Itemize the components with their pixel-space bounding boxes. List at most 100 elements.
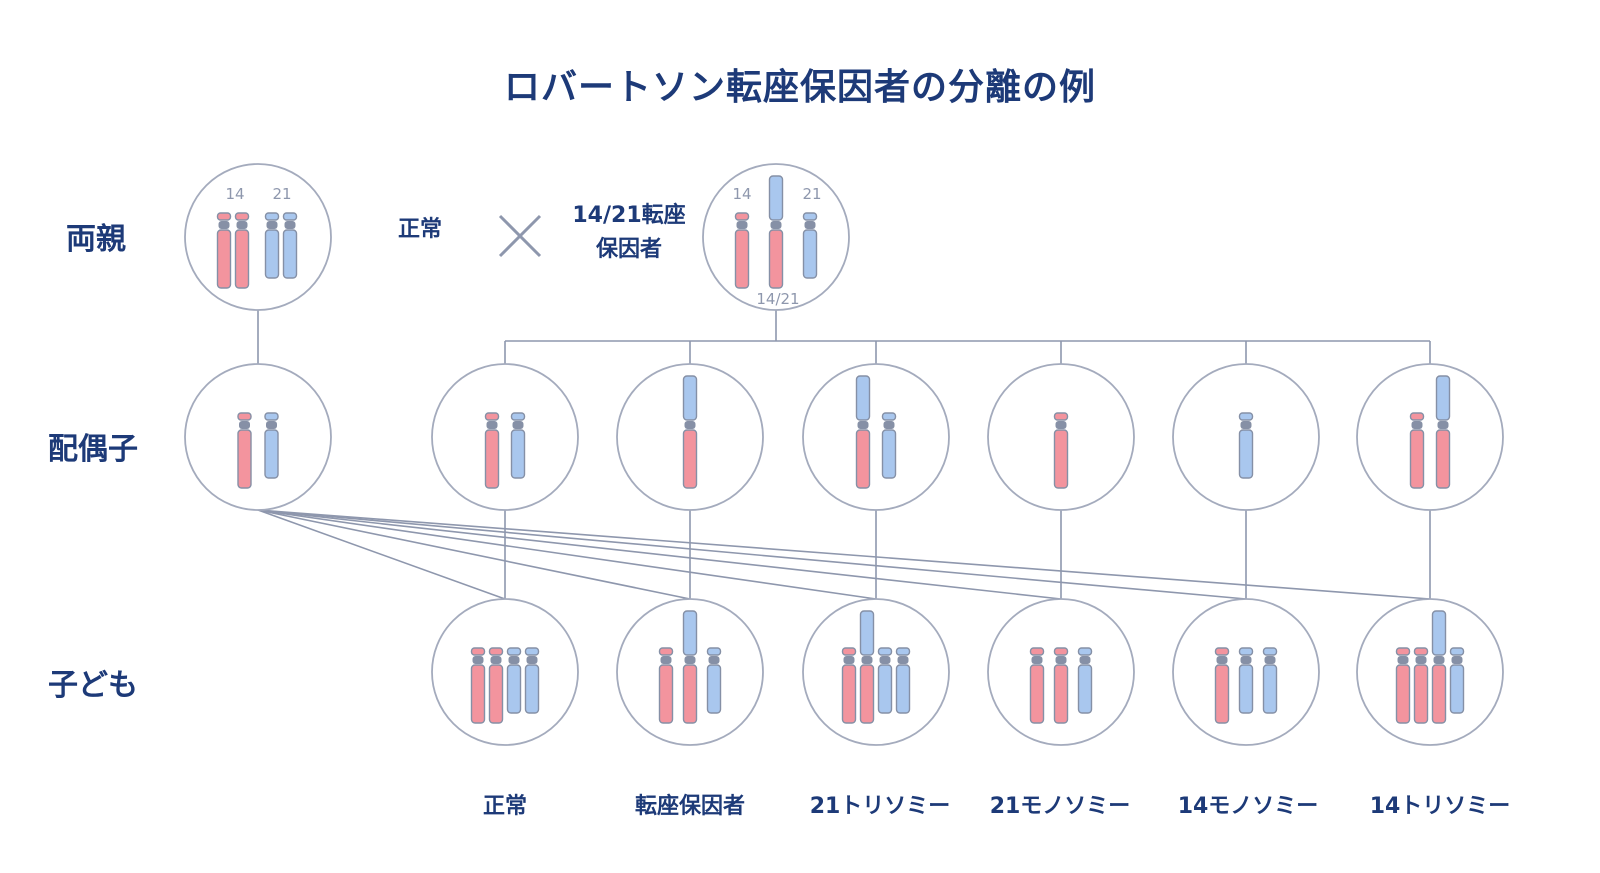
normal-gamete-cell: [184, 363, 332, 511]
chromosome-long-arm: [877, 664, 893, 714]
connector-normal-gamete-to-child: [257, 509, 1247, 600]
chromosome-14: [734, 212, 750, 289]
chromosome-arm: [1431, 610, 1447, 656]
chromosome-short-arm: [1262, 647, 1278, 656]
chromosome-21: [524, 647, 540, 714]
chromosome-long-arm: [1409, 429, 1425, 489]
chromosome-arm: [859, 610, 875, 656]
chromosome-short-arm: [264, 212, 280, 221]
centromere: [218, 221, 230, 229]
centromere: [1451, 656, 1463, 664]
chromosome-arm: [1435, 429, 1451, 489]
centromere: [486, 421, 498, 429]
chromosome-long-arm: [1395, 664, 1411, 724]
centromere: [1264, 656, 1276, 664]
chromosome-long-arm: [1238, 664, 1254, 714]
chromosome-short-arm: [484, 412, 500, 421]
centromere: [1079, 656, 1091, 664]
centromere: [512, 421, 524, 429]
centromere: [770, 221, 782, 229]
chromosome-short-arm: [506, 647, 522, 656]
chromosome-long-arm: [488, 664, 504, 724]
chromosome-21: [802, 212, 818, 279]
child-label-normal: 正常: [482, 794, 527, 819]
chromosome-14: [1409, 412, 1425, 489]
chromosome-short-arm: [1053, 412, 1069, 421]
chromosome-long-arm: [264, 429, 279, 479]
centromere: [684, 421, 696, 429]
centromere: [843, 656, 855, 664]
chromosome-14: [841, 647, 857, 724]
normal-parent-label: 正常: [398, 217, 443, 242]
chromosome-short-arm: [237, 412, 252, 421]
chromosome-14: [1053, 647, 1069, 724]
chromosome-14: [470, 647, 486, 724]
chromosome-21: [895, 647, 911, 714]
chromosome-arm: [682, 610, 698, 656]
centromere: [266, 221, 278, 229]
centromere: [1240, 656, 1252, 664]
chromosome-short-arm: [706, 647, 722, 656]
chromosome-14: [216, 212, 232, 289]
translocation-chromosome: [859, 610, 875, 724]
chromosome-short-arm: [1395, 647, 1411, 656]
chromosome-21: [1449, 647, 1465, 714]
chromosome-short-arm: [1449, 647, 1465, 656]
child-label-carrier: 転座保因者: [634, 794, 745, 819]
cell-circle: [431, 598, 579, 746]
chromosome-14: [1214, 647, 1230, 724]
chromosome-arm: [682, 664, 698, 724]
chromosome-long-arm: [282, 229, 298, 279]
carrier-gamete-cell: [1356, 363, 1504, 511]
chromosome-21: [706, 647, 722, 714]
chromosome-short-arm: [216, 212, 232, 221]
carrier-gamete-cell: [431, 363, 579, 511]
chromosome-short-arm: [1409, 412, 1425, 421]
chromosome-short-arm: [234, 212, 250, 221]
carrier-gamete-cell: [802, 363, 950, 511]
chromosome-number-label: 14: [732, 185, 751, 203]
chromosome-21: [510, 412, 526, 479]
child-cell: [431, 598, 579, 746]
chromosome-number-label: 21: [802, 185, 821, 203]
chromosome-14: [1395, 647, 1411, 724]
child-cell: [802, 598, 950, 746]
chromosome-long-arm: [802, 229, 818, 279]
chromosome-short-arm: [1238, 412, 1254, 421]
centromere: [1397, 656, 1409, 664]
connector-normal-gamete-to-child: [257, 509, 1431, 600]
centromere: [1433, 656, 1445, 664]
chromosome-long-arm: [524, 664, 540, 714]
chromosome-short-arm: [802, 212, 818, 221]
carrier-gamete-cell: [987, 363, 1135, 511]
chromosome-21: [506, 647, 522, 714]
chromosome-short-arm: [841, 647, 857, 656]
translocation-chromosome: [855, 375, 871, 489]
centromere: [284, 221, 296, 229]
centromere: [472, 656, 484, 664]
chromosome-short-arm: [1238, 647, 1254, 656]
centromere: [1055, 421, 1067, 429]
chromosome-number-label: 14: [225, 185, 244, 203]
centromere: [736, 221, 748, 229]
chromosome-long-arm: [470, 664, 486, 724]
chromosome-short-arm: [1077, 647, 1093, 656]
translocation-chromosome: [768, 175, 784, 289]
chromosome-21: [282, 212, 298, 279]
child-label-trisomy14: 14トリソミー: [1369, 794, 1511, 819]
centromere: [804, 221, 816, 229]
centromere: [236, 221, 248, 229]
chromosome-arm: [859, 664, 875, 724]
chromosome-short-arm: [877, 647, 893, 656]
page-title: ロバートソン転座保因者の分離の例: [503, 67, 1096, 108]
chromosome-long-arm: [1214, 664, 1230, 724]
chromosome-21: [1238, 412, 1254, 479]
chromosome-long-arm: [895, 664, 911, 714]
carrier-label-line1: 14/21転座: [572, 203, 686, 228]
cross-icon: [498, 214, 542, 258]
row-label-parents: 両親: [66, 222, 126, 257]
carrier-gamete-cell: [1172, 363, 1320, 511]
centromere: [660, 656, 672, 664]
